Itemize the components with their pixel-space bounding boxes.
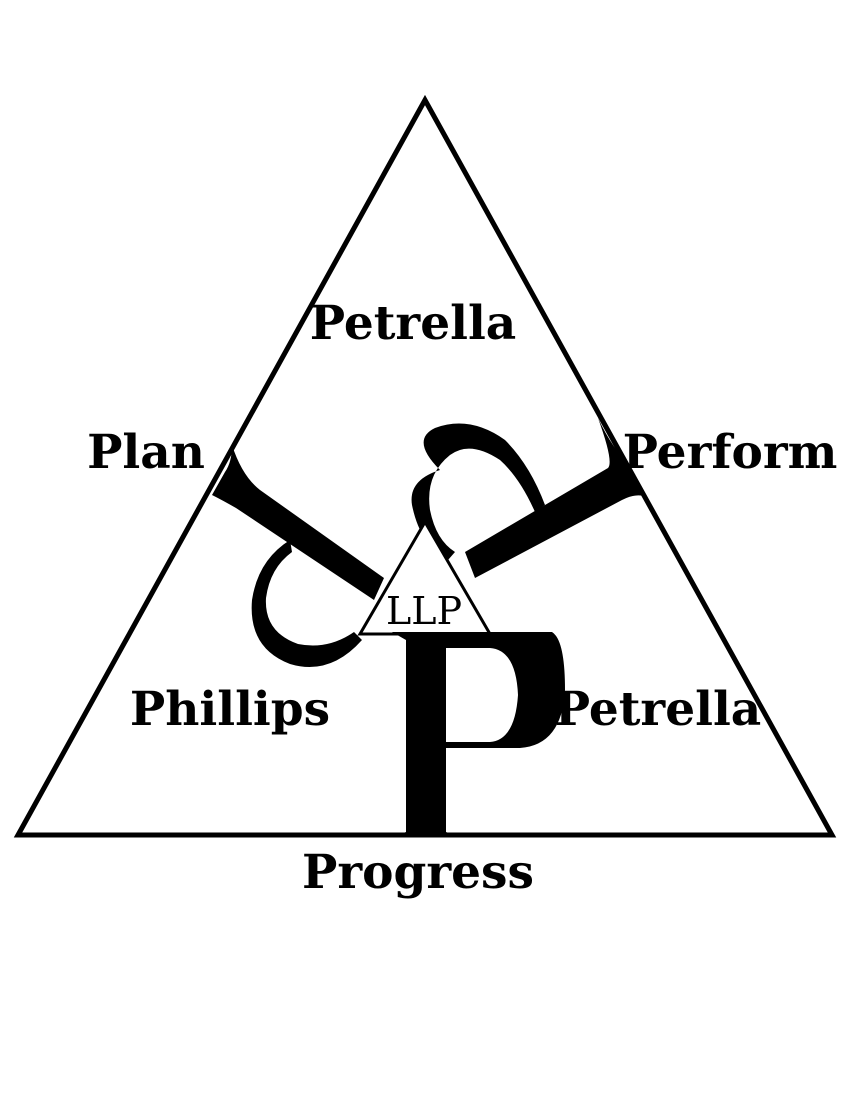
bottom-right-name-label: Petrella	[555, 682, 762, 737]
top-name-label: Petrella	[310, 296, 517, 351]
plan-label: Plan	[87, 425, 205, 480]
lower-swash	[251, 540, 362, 667]
perform-label: Perform	[623, 425, 838, 480]
upper-swash	[411, 423, 545, 560]
right-divider-bar	[465, 418, 648, 578]
llp-label: LLP	[386, 589, 462, 633]
bottom-left-name-label: Phillips	[130, 682, 330, 737]
progress-label: Progress	[302, 845, 534, 900]
left-divider-bar	[212, 445, 384, 600]
big-p-letterform	[392, 632, 565, 836]
